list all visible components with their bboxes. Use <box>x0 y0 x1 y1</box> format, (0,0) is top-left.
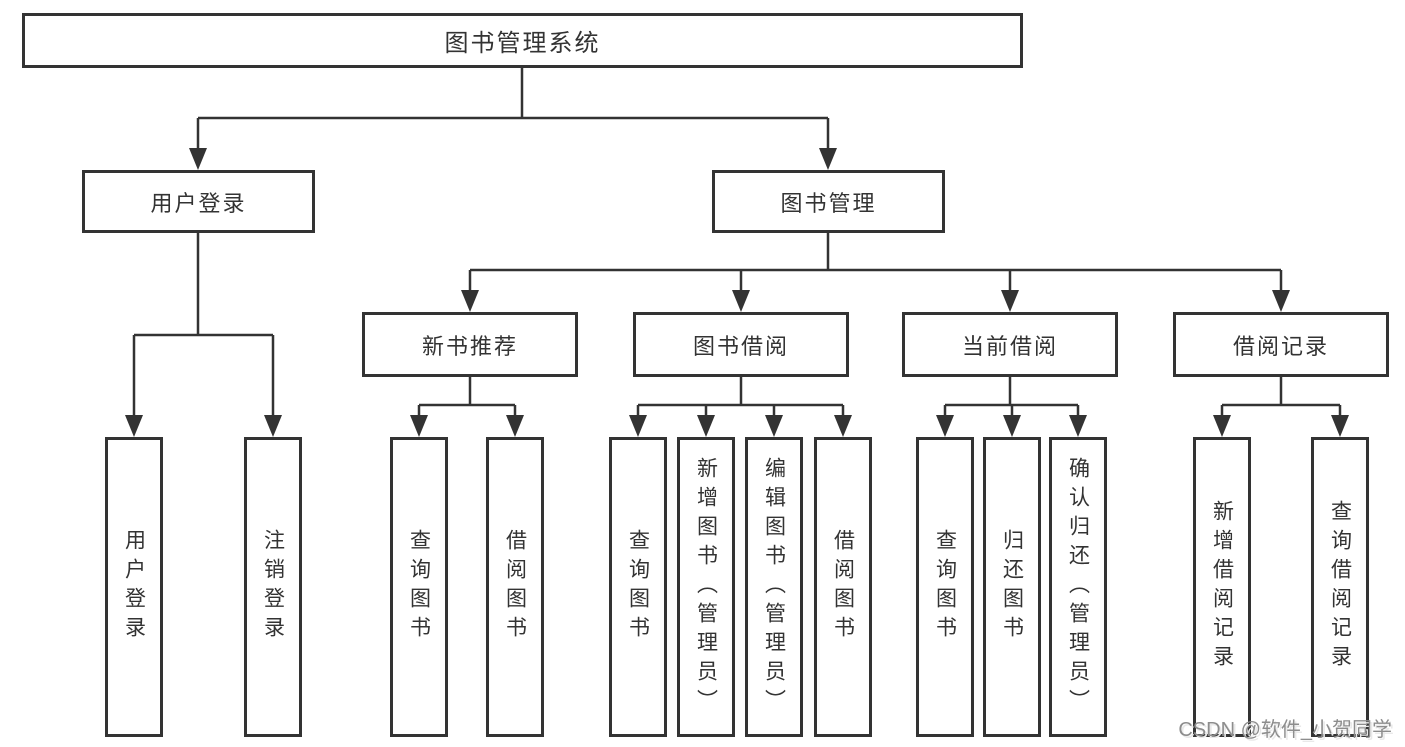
leaf-borrow-books-label: 借阅图书 <box>831 529 855 645</box>
arrowhead-icon <box>1003 415 1021 437</box>
connector-current-borrow-children <box>936 377 1087 437</box>
leaf-return-book-label: 归还图书 <box>1000 529 1024 645</box>
node-new-book-recommend: 新书推荐 <box>362 312 578 377</box>
node-borrow-records-label: 借阅记录 <box>1232 333 1329 359</box>
leaf-add-borrow-record-label: 新增借阅记录 <box>1210 500 1234 674</box>
leaf-edit-book-admin: 编辑图书（管理员） <box>745 437 803 737</box>
node-borrow-records: 借阅记录 <box>1173 312 1389 377</box>
leaf-return-book: 归还图书 <box>983 437 1041 737</box>
connector-line <box>468 233 1283 292</box>
connector-line <box>1220 377 1342 417</box>
node-current-borrow-label: 当前借阅 <box>961 333 1058 359</box>
node-book-management-label: 图书管理 <box>780 190 877 216</box>
arrowhead-icon <box>819 148 837 170</box>
arrowhead-icon <box>1331 415 1349 437</box>
leaf-current-query-books-label: 查询图书 <box>933 529 957 645</box>
arrowhead-icon <box>1213 415 1231 437</box>
leaf-recommend-borrow-books: 借阅图书 <box>486 437 544 737</box>
node-user-login-label: 用户登录 <box>150 190 247 216</box>
leaf-user-login-label: 用户登录 <box>122 529 146 645</box>
arrowhead-icon <box>1272 290 1290 312</box>
arrowhead-icon <box>765 415 783 437</box>
node-book-borrow: 图书借阅 <box>633 312 849 377</box>
arrowhead-icon <box>834 415 852 437</box>
arrowhead-icon <box>936 415 954 437</box>
leaf-borrow-books: 借阅图书 <box>814 437 872 737</box>
node-root: 图书管理系统 <box>22 13 1023 68</box>
arrowhead-icon <box>1069 415 1087 437</box>
watermark: CSDN @软件_小贺同学 <box>1178 719 1392 741</box>
connector-line <box>636 377 845 417</box>
connector-line <box>417 377 517 417</box>
leaf-borrow-query-books-label: 查询图书 <box>626 529 650 645</box>
arrowhead-icon <box>1001 290 1019 312</box>
node-book-management: 图书管理 <box>712 170 945 233</box>
leaf-add-book-admin-label: 新增图书（管理员） <box>694 456 718 718</box>
arrowhead-icon <box>697 415 715 437</box>
arrowhead-icon <box>461 290 479 312</box>
leaf-add-book-admin: 新增图书（管理员） <box>677 437 735 737</box>
node-current-borrow: 当前借阅 <box>902 312 1118 377</box>
connector-root-to-level2 <box>189 68 837 170</box>
leaf-current-query-books: 查询图书 <box>916 437 974 737</box>
leaf-recommend-borrow-books-label: 借阅图书 <box>503 529 527 645</box>
node-root-label: 图书管理系统 <box>444 30 601 57</box>
arrowhead-icon <box>629 415 647 437</box>
leaf-recommend-query-books: 查询图书 <box>390 437 448 737</box>
leaf-add-borrow-record: 新增借阅记录 <box>1193 437 1251 737</box>
connector-book-management-children <box>461 233 1290 312</box>
arrowhead-icon <box>264 415 282 437</box>
connector-line <box>196 68 830 150</box>
arrowhead-icon <box>410 415 428 437</box>
leaf-logout-label: 注销登录 <box>261 529 285 645</box>
leaf-borrow-query-books: 查询图书 <box>609 437 667 737</box>
node-new-book-recommend-label: 新书推荐 <box>421 333 518 359</box>
connector-line <box>943 377 1080 417</box>
connector-borrow-records-children <box>1213 377 1349 437</box>
leaf-query-borrow-record: 查询借阅记录 <box>1311 437 1369 737</box>
connector-line <box>132 233 275 417</box>
leaf-query-borrow-record-label: 查询借阅记录 <box>1328 500 1352 674</box>
node-user-login: 用户登录 <box>82 170 315 233</box>
arrowhead-icon <box>506 415 524 437</box>
leaf-edit-book-admin-label: 编辑图书（管理员） <box>762 456 786 718</box>
connector-new-book-recommend-children <box>410 377 524 437</box>
arrowhead-icon <box>189 148 207 170</box>
leaf-confirm-return-admin: 确认归还（管理员） <box>1049 437 1107 737</box>
connector-user-login-children <box>125 233 282 437</box>
leaf-confirm-return-admin-label: 确认归还（管理员） <box>1066 456 1090 718</box>
arrowhead-icon <box>732 290 750 312</box>
leaf-logout: 注销登录 <box>244 437 302 737</box>
leaf-user-login: 用户登录 <box>105 437 163 737</box>
connector-book-borrow-children <box>629 377 852 437</box>
leaf-recommend-query-books-label: 查询图书 <box>407 529 431 645</box>
arrowhead-icon <box>125 415 143 437</box>
node-book-borrow-label: 图书借阅 <box>692 333 789 359</box>
